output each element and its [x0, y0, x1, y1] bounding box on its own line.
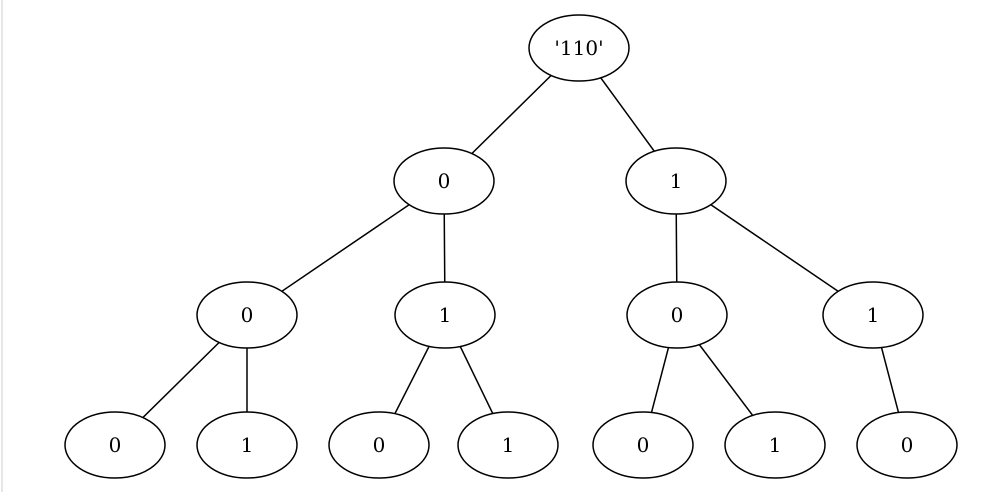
tree-node-ellipse [592, 411, 694, 479]
tree-node-ellipse [196, 281, 298, 349]
tree-node-ellipse [328, 411, 430, 479]
tree-node-n000: 0 [64, 411, 166, 479]
tree-node-ellipse [196, 411, 298, 479]
tree-node-label: 1 [241, 433, 254, 457]
tree-node-root: '110' [528, 14, 630, 82]
tree-node-n010: 0 [328, 411, 430, 479]
tree-node-ellipse [625, 147, 727, 215]
tree-node-label: 0 [438, 169, 451, 193]
tree-node-n101: 1 [724, 411, 826, 479]
left-edge-line [1, 0, 3, 492]
tree-node-label: 1 [670, 169, 683, 193]
tree-node-n11: 1 [822, 281, 924, 349]
tree-node-ellipse [626, 281, 728, 349]
tree-node-label: 0 [373, 433, 386, 457]
tree-node-ellipse [64, 411, 166, 479]
tree-node-label: '110' [554, 36, 603, 60]
tree-node-label: 1 [502, 433, 515, 457]
tree-node-ellipse [528, 14, 630, 82]
tree-node-ellipse [393, 147, 495, 215]
tree-node-n110: 0 [856, 411, 958, 479]
tree-node-n001: 1 [196, 411, 298, 479]
tree-node-label: 1 [867, 303, 880, 327]
tree-node-n100: 0 [592, 411, 694, 479]
tree-node-label: 0 [671, 303, 684, 327]
tree-node-label: 0 [109, 433, 122, 457]
tree-node-n00: 0 [196, 281, 298, 349]
tree-node-ellipse [856, 411, 958, 479]
tree-node-ellipse [724, 411, 826, 479]
tree-node-label: 1 [439, 303, 452, 327]
tree-node-n01: 1 [394, 281, 496, 349]
tree-node-ellipse [822, 281, 924, 349]
tree-node-n011: 1 [457, 411, 559, 479]
tree-node-n1: 1 [625, 147, 727, 215]
tree-node-ellipse [457, 411, 559, 479]
tree-node-label: 0 [241, 303, 254, 327]
tree-node-n10: 0 [626, 281, 728, 349]
tree-node-label: 1 [769, 433, 782, 457]
tree-node-ellipse [394, 281, 496, 349]
tree-node-label: 0 [901, 433, 914, 457]
tree-node-label: 0 [637, 433, 650, 457]
tree-node-n0: 0 [393, 147, 495, 215]
